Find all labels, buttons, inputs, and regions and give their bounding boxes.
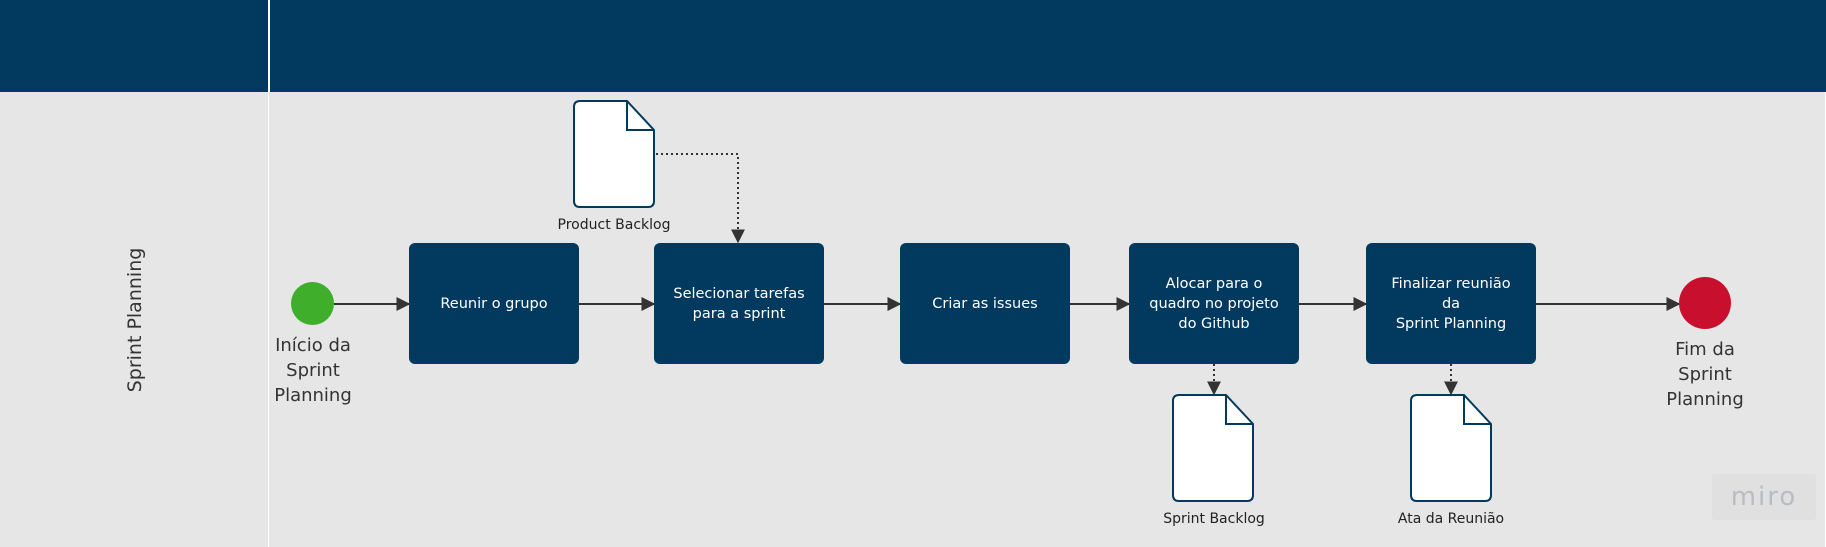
start-label-line: Início da: [275, 335, 351, 356]
task-label: Finalizar reunião da: [1391, 275, 1511, 312]
lane-divider: [268, 92, 269, 547]
product-backlog-label: Product Backlog: [557, 217, 671, 233]
start-label-line: Planning: [274, 385, 352, 406]
ata-reuniao-label: Ata da Reunião: [1397, 511, 1505, 527]
start-label-line: Sprint: [286, 360, 340, 381]
task-label: quadro no projeto: [1149, 295, 1279, 312]
start-event[interactable]: [291, 282, 334, 325]
task-label: Sprint Planning: [1395, 315, 1507, 332]
task-label: Alocar para o: [1165, 275, 1263, 292]
product-backlog-doc-icon[interactable]: [573, 100, 655, 208]
start-event-label: Início da Sprint Planning: [263, 333, 363, 408]
end-label-line: Sprint: [1678, 364, 1732, 385]
task-selecionar-tarefas[interactable]: Selecionar tarefas para a sprint: [654, 243, 824, 364]
miro-watermark-logo: miro: [1712, 474, 1816, 520]
sprint-backlog-doc-icon[interactable]: [1172, 394, 1254, 502]
task-label: do Github: [1178, 315, 1250, 332]
task-reunir-grupo[interactable]: Reunir o grupo: [409, 243, 579, 364]
task-criar-issues[interactable]: Criar as issues: [900, 243, 1070, 364]
header-divider: [268, 0, 270, 92]
sprint-backlog-label: Sprint Backlog: [1163, 511, 1265, 527]
end-event[interactable]: [1679, 277, 1731, 329]
task-label: Criar as issues: [932, 295, 1038, 312]
ata-reuniao-doc-icon[interactable]: [1410, 394, 1492, 502]
end-label-line: Fim da: [1675, 339, 1735, 360]
task-label: Selecionar tarefas: [673, 285, 805, 302]
task-label: Reunir o grupo: [440, 295, 548, 312]
task-finalizar-reuniao[interactable]: Finalizar reunião da Sprint Planning: [1366, 243, 1536, 364]
assoc-backlog-to-task2: [656, 153, 745, 244]
end-label-line: Planning: [1666, 389, 1744, 410]
task-label: para a sprint: [692, 305, 786, 322]
end-event-label: Fim da Sprint Planning: [1655, 337, 1755, 412]
task-alocar-quadro[interactable]: Alocar para o quadro no projeto do Githu…: [1129, 243, 1299, 364]
pool-header: [0, 0, 1826, 92]
